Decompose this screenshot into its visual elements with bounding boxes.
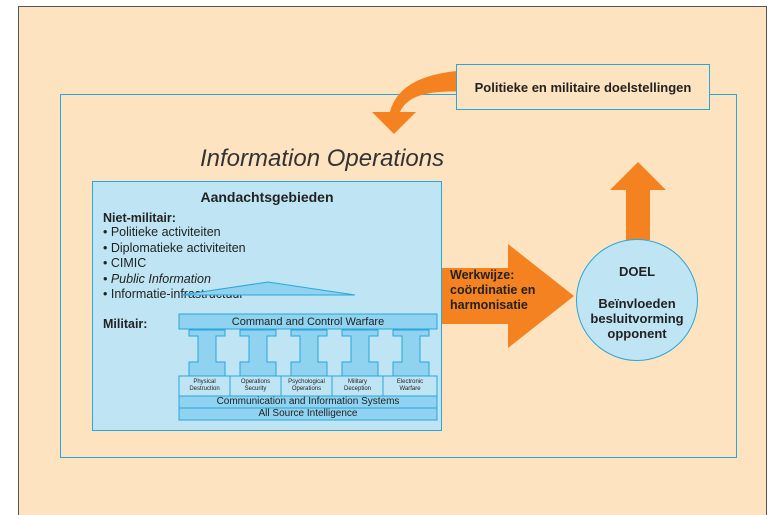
non-military-list: • Politieke activiteiten • Diplomatieke … — [103, 225, 246, 303]
all-source-intelligence-label: All Source Intelligence — [258, 408, 358, 419]
pillar-label-line: Electronic — [396, 379, 424, 385]
method-label: Werkwijze: coördinatie en harmonisatie — [450, 268, 535, 313]
military-heading: Militair: — [103, 317, 148, 331]
pillar-label-line: Physical — [193, 379, 216, 385]
goal-text-line: Beïnvloeden — [598, 296, 676, 311]
pillar-label-line: Psychological — [288, 379, 325, 385]
goal-title: DOEL — [618, 264, 656, 279]
temple-roof-band — [178, 313, 438, 330]
information-operations-title: Information Operations — [200, 145, 445, 172]
goals-box-label: Politieke en militaire doelstellingen — [474, 79, 692, 95]
command-control-warfare-label: Command and Control Warfare — [231, 316, 385, 328]
pillar-label-line: Military — [348, 379, 367, 385]
goal-text-line: opponent — [607, 326, 667, 341]
pillar-label: Psychological Operations — [281, 379, 332, 393]
non-military-item: • Diplomatieke activiteiten — [103, 240, 246, 255]
communication-information-systems-label: Communication and Information Systems — [216, 396, 400, 407]
column-psychological-operations — [290, 329, 328, 377]
focus-areas-title: Aandachtsgebieden — [200, 189, 334, 205]
temple-columns — [188, 329, 430, 377]
column-operations-security — [239, 329, 277, 377]
pillar-label-line: Warfare — [399, 386, 421, 392]
pillar-label-line: Security — [244, 386, 267, 392]
focus-areas-box: Aandachtsgebieden Niet-militair: • Polit… — [92, 181, 442, 431]
goals-box: Politieke en militaire doelstellingen — [456, 64, 710, 110]
pillar-label-line: Destruction — [189, 386, 220, 392]
method-label-line: Werkwijze: — [450, 268, 515, 282]
curved-feedback-arrow — [372, 70, 470, 134]
pillar-label: Physical Destruction — [179, 379, 230, 393]
pillar-label: Military Deception — [332, 379, 383, 393]
column-electronic-warfare — [392, 329, 430, 377]
pillar-label-line: Operations — [291, 386, 322, 392]
method-label-line: coördinatie en — [450, 283, 536, 297]
goal-circle: DOEL Beïnvloeden besluitvorming opponent — [576, 239, 698, 361]
pillar-label: Electronic Warfare — [383, 379, 437, 393]
information-operations-frame — [60, 94, 737, 458]
non-military-item: • Public Information — [103, 271, 211, 286]
method-label-line: harmonisatie — [450, 298, 528, 312]
temple-pediment — [180, 281, 356, 296]
pillar-label-line: Deception — [343, 386, 372, 392]
pillar-label-line: Operations — [240, 379, 271, 385]
temple-base-band-2 — [178, 407, 438, 421]
non-military-heading: Niet-militair: — [103, 211, 176, 225]
goal-text: Beïnvloeden besluitvorming opponent — [577, 296, 697, 341]
column-military-deception — [341, 329, 379, 377]
goal-up-arrow — [610, 162, 666, 240]
goal-text-line: besluitvorming — [590, 311, 684, 326]
temple-drawing — [178, 281, 438, 421]
column-physical-destruction — [188, 329, 226, 377]
non-military-item: • Politieke activiteiten — [103, 225, 221, 239]
non-military-item: • CIMIC — [103, 256, 147, 270]
method-arrow — [442, 244, 574, 348]
pillar-label: Operations Security — [230, 379, 281, 393]
